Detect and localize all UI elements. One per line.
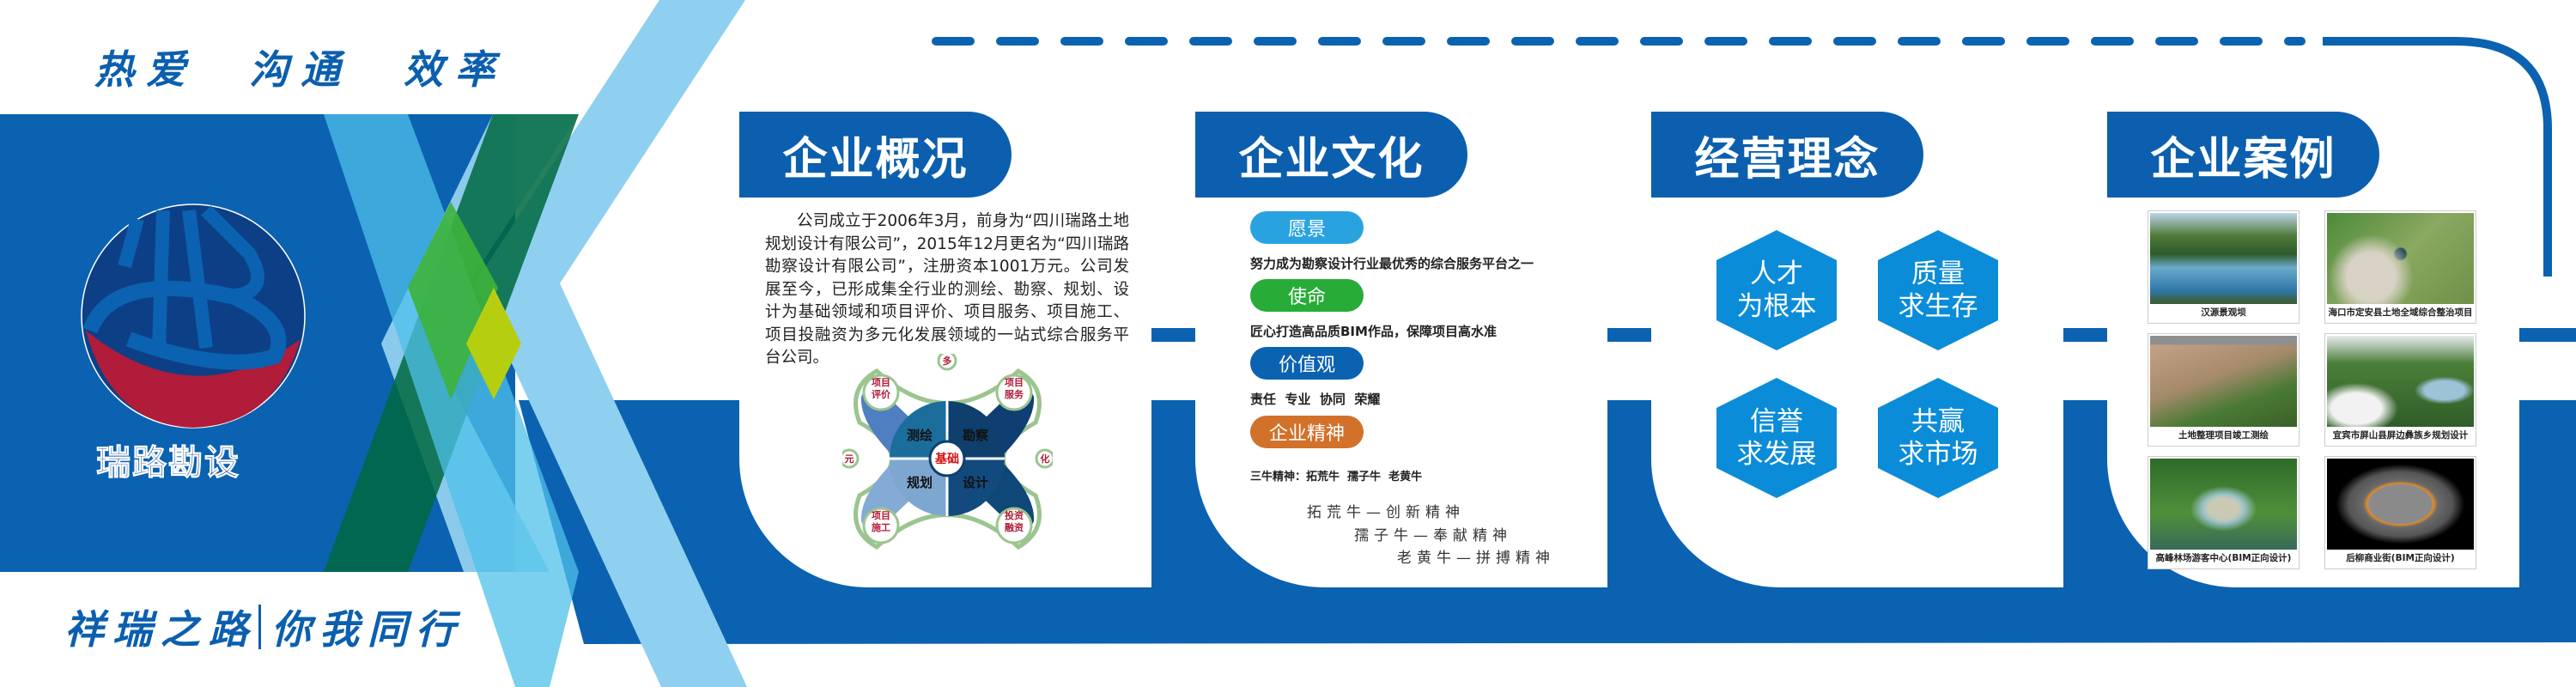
core-label: 勘察	[963, 428, 989, 443]
bottom-slogan-left: 祥瑞之路	[64, 606, 257, 653]
case-item: 汉源景观坝	[2148, 210, 2300, 324]
case-image	[2327, 459, 2474, 550]
hex-line: 求市场	[1898, 439, 1978, 470]
case-caption: 高峰林场游客中心(BIM正向设计)	[2155, 553, 2292, 563]
petal-label: 项目施工	[872, 510, 890, 533]
top-slogan: 热爱 沟通 效率	[94, 46, 507, 93]
values-pill: 价值观	[1250, 347, 1364, 380]
cases-card: 企业案例 汉源景观坝 海口市定安县土地全域综合整治项目 土地整理项目竣工测绘 宜…	[2107, 86, 2519, 587]
case-caption: 土地整理项目竣工测绘	[2178, 430, 2269, 441]
business-diagram: 项目评价 项目服务 项目施工 投资融资 多 元 化 基础 测绘 勘察 规划 设计	[842, 354, 1053, 550]
center-label: 基础	[935, 452, 959, 466]
hex-line: 为根本	[1736, 291, 1817, 322]
case-item: 宜宾市屏山县屏边彝族乡规划设计	[2324, 333, 2476, 447]
values-text: 责任 专业 协同 荣耀	[1250, 392, 1381, 407]
spirit-text: 三牛精神：拓荒牛 孺子牛 老黄牛	[1250, 471, 1423, 483]
mission-pill: 使命	[1250, 279, 1364, 312]
connector-bar	[2512, 328, 2576, 342]
divider	[258, 605, 261, 649]
case-image	[2327, 336, 2474, 427]
philosophy-hex: 信誉求发展	[1716, 378, 1837, 498]
hex-line: 人才	[1750, 258, 1803, 289]
philosophy-hex: 共赢求市场	[1878, 378, 1998, 498]
mission-text: 匠心打造高品质BIM作品，保障项目高水准	[1250, 324, 1497, 339]
spirit-line: 老黄牛—拼搏精神	[1397, 550, 1555, 567]
case-item: 土地整理项目竣工测绘	[2148, 333, 2300, 447]
vision-pill: 愿景	[1250, 211, 1364, 244]
culture-title: 企业文化	[1195, 112, 1467, 198]
logo-text: 瑞路勘设	[96, 443, 240, 483]
case-image	[2327, 213, 2474, 304]
ring-label: 化	[1041, 453, 1050, 465]
philosophy-hex: 质量求生存	[1878, 230, 1998, 350]
case-item: 高峰林场游客中心(BIM正向设计)	[2148, 456, 2300, 569]
petal-label: 项目评价	[872, 377, 891, 400]
hex-line: 信誉	[1750, 406, 1803, 437]
hex-line: 质量	[1911, 258, 1965, 289]
spirit-pill: 企业精神	[1250, 416, 1364, 448]
x-stroke-light	[324, 114, 579, 687]
connector-bar	[1597, 328, 1657, 342]
case-image	[2150, 336, 2297, 427]
curved-line	[2323, 37, 2552, 277]
hex-line: 共赢	[1911, 406, 1965, 437]
ring-label: 多	[943, 355, 952, 367]
case-image	[2150, 213, 2297, 304]
philosophy-card: 经营理念 人才为根本 质量求生存 信誉求发展 共赢求市场	[1651, 86, 2063, 587]
philosophy-hex: 人才为根本	[1716, 230, 1837, 350]
light-blue-chevron	[475, 0, 747, 687]
case-caption: 后柳商业街(BIM正向设计)	[2346, 553, 2455, 563]
company-logo	[81, 204, 306, 429]
connector-bar	[2052, 328, 2112, 342]
x-center-green	[408, 202, 498, 399]
cases-title: 企业案例	[2107, 112, 2379, 198]
case-caption: 海口市定安县土地全域综合整治项目	[2328, 307, 2473, 318]
hex-line: 求生存	[1898, 291, 1978, 322]
case-item: 后柳商业街(BIM正向设计)	[2324, 456, 2476, 569]
culture-card: 企业文化 愿景 努力成为勘察设计行业最优秀的综合服务平台之一 使命 匠心打造高品…	[1195, 86, 1607, 587]
overview-text: 公司成立于2006年3月，前身为“四川瑞路土地规划设计有限公司”，2015年12…	[765, 212, 1129, 367]
x-center-lime	[466, 288, 521, 399]
hex-line: 求发展	[1736, 439, 1817, 470]
bottom-slogan-right: 你我同行	[271, 606, 464, 653]
petal-label: 项目服务	[1005, 377, 1024, 400]
bottom-slogan: 祥瑞之路 你我同行	[64, 599, 464, 655]
core-label: 测绘	[907, 428, 933, 443]
case-caption: 汉源景观坝	[2201, 307, 2246, 318]
vision-text: 努力成为勘察设计行业最优秀的综合服务平台之一	[1250, 256, 1534, 271]
spirit-line: 孺子牛—奉献精神	[1354, 527, 1512, 544]
case-caption: 宜宾市屏山县屏边彝族乡规划设计	[2332, 430, 2469, 441]
case-item: 海口市定安县土地全域综合整治项目	[2324, 210, 2476, 324]
connector-bar	[1142, 328, 1202, 342]
core-label: 设计	[963, 475, 988, 490]
core-label: 规划	[907, 475, 933, 490]
overview-title: 企业概况	[739, 112, 1012, 198]
philosophy-title: 经营理念	[1651, 112, 1923, 198]
overview-card: 企业概况 公司成立于2006年3月，前身为“四川瑞路土地规划设计有限公司”，20…	[739, 86, 1151, 587]
ring-label: 元	[845, 453, 854, 465]
spirit-line: 拓荒牛—创新精神	[1307, 504, 1465, 521]
case-image	[2150, 459, 2297, 550]
petal-label: 投资融资	[1005, 509, 1024, 533]
